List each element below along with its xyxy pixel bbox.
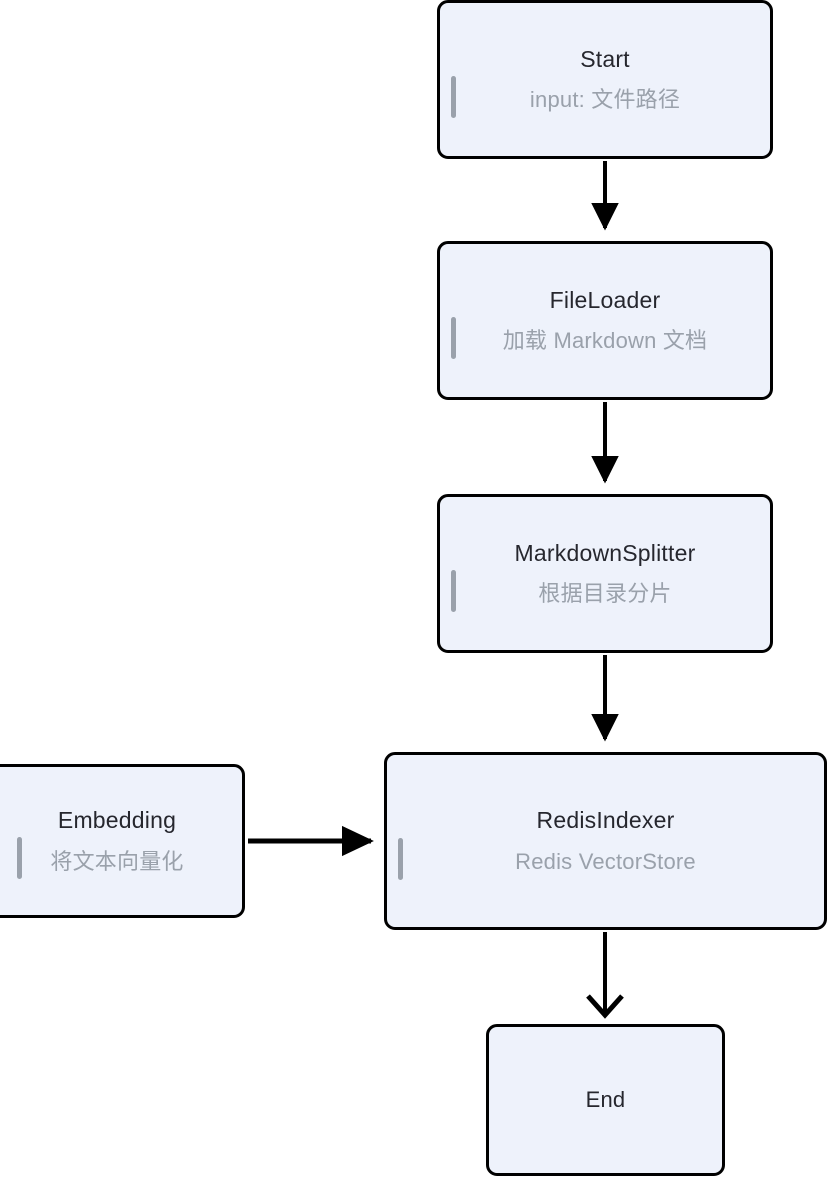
edge-redis-to-end	[586, 932, 624, 1019]
node-fileloader[interactable]: FileLoader 加载 Markdown 文档	[437, 241, 773, 400]
node-subtitle: 根据目录分片	[538, 581, 672, 607]
node-subtitle: 将文本向量化	[50, 848, 184, 874]
node-subtitle: 加载 Markdown 文档	[502, 328, 708, 354]
node-embedding[interactable]: Embedding 将文本向量化	[0, 764, 245, 918]
node-title: Embedding	[57, 807, 177, 833]
accent-bar-icon	[17, 837, 22, 879]
node-end[interactable]: End	[486, 1024, 725, 1176]
node-subtitle: input: 文件路径	[529, 87, 681, 113]
node-markdownsplitter[interactable]: MarkdownSplitter 根据目录分片	[437, 494, 773, 653]
accent-bar-icon	[451, 570, 456, 612]
node-title: FileLoader	[549, 286, 661, 313]
node-title: End	[585, 1086, 626, 1112]
accent-bar-icon	[451, 317, 456, 359]
node-subtitle: Redis VectorStore	[515, 848, 696, 874]
node-redisindexer[interactable]: RedisIndexer Redis VectorStore	[384, 752, 827, 930]
node-title: Start	[580, 45, 630, 72]
node-start[interactable]: Start input: 文件路径	[437, 0, 773, 159]
accent-bar-icon	[398, 838, 403, 880]
node-title: RedisIndexer	[536, 807, 675, 833]
accent-bar-icon	[451, 76, 456, 118]
node-title: MarkdownSplitter	[514, 539, 696, 566]
